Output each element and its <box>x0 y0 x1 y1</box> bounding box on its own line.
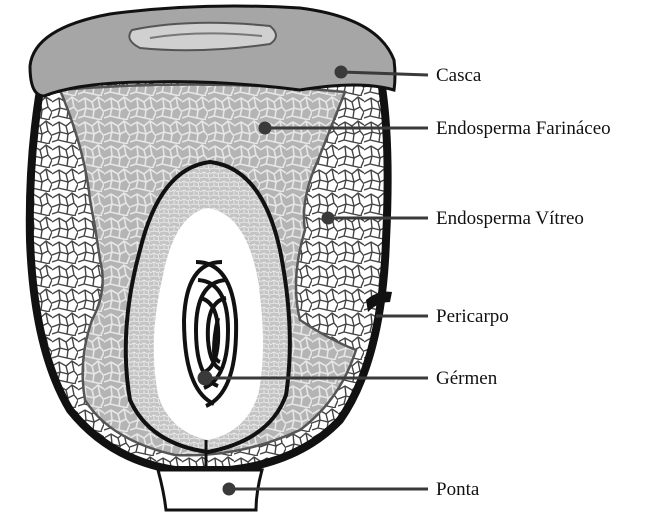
casca-cap <box>30 6 395 96</box>
casca-highlight <box>129 23 276 50</box>
label-germen: Gérmen <box>436 369 497 388</box>
label-casca: Casca <box>436 66 481 85</box>
label-endosperma-farinaceo: Endosperma Farináceo <box>436 119 611 138</box>
label-pericarpo: Pericarpo <box>436 307 509 326</box>
label-endosperma-vitreo: Endosperma Vítreo <box>436 209 584 228</box>
label-ponta: Ponta <box>436 480 479 499</box>
